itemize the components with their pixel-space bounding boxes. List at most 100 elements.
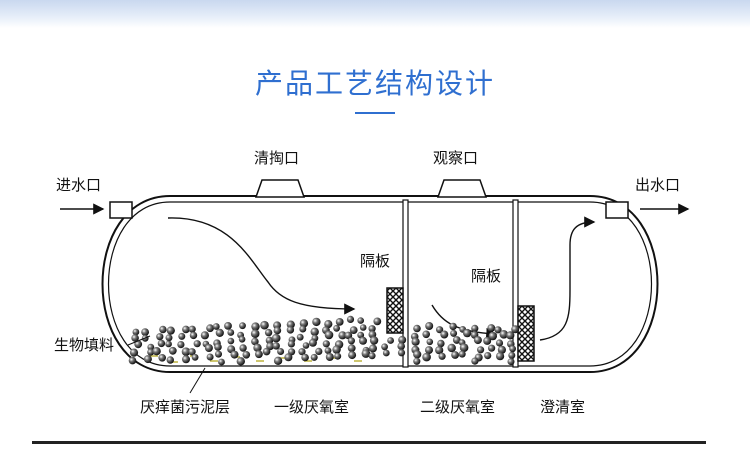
filler-ball — [239, 322, 246, 330]
baffle2-label: 隔板 — [471, 267, 501, 285]
filler-ball — [496, 352, 505, 361]
filler-ball — [251, 322, 260, 331]
filler-ball — [459, 343, 469, 353]
inspection-port — [436, 179, 488, 198]
baffle-2 — [512, 199, 519, 368]
filler-ball — [189, 331, 198, 340]
filler-ball — [440, 330, 449, 339]
outlet-pipe — [605, 201, 629, 219]
filter-screen-2 — [517, 305, 535, 362]
filler-ball — [508, 351, 516, 359]
cleanout-port — [254, 179, 306, 198]
filler-ball — [239, 344, 247, 352]
filler-ball — [191, 353, 199, 361]
filler-ball — [484, 352, 492, 360]
filler-ball — [250, 329, 260, 339]
page-title: 产品工艺结构设计 — [254, 67, 495, 100]
tank-outer-wall — [101, 195, 659, 373]
filler-ball — [255, 350, 263, 359]
filler-ball — [335, 318, 344, 326]
baffle-1 — [402, 199, 409, 368]
filler-ball — [299, 319, 309, 328]
filler-ball — [178, 332, 186, 340]
flow-arrow-clarifier — [539, 216, 596, 341]
filler-ball — [215, 350, 222, 358]
filler-ball — [177, 341, 185, 349]
filler-ball — [357, 317, 365, 324]
filler-ball — [425, 346, 433, 355]
filler-ball — [357, 331, 365, 339]
filler-ball — [315, 347, 323, 355]
filler-ball — [262, 347, 271, 356]
inspection-label: 观察口 — [433, 149, 478, 167]
filler-ball — [373, 317, 382, 326]
filler-ball — [387, 337, 394, 344]
filler-ball — [413, 350, 422, 359]
filler-ball — [347, 344, 356, 353]
filler-ball — [487, 324, 496, 332]
filler-ball — [488, 331, 497, 341]
filler-ball — [308, 338, 317, 347]
filler-ball — [166, 326, 175, 335]
filler-ball — [436, 326, 444, 334]
filler-ball — [382, 349, 390, 357]
flow-arrow-chamber1 — [167, 217, 356, 315]
filler-ball — [452, 336, 461, 344]
filler-ball — [422, 330, 431, 339]
filler-leader — [127, 335, 151, 346]
filler-ball — [473, 336, 482, 345]
filler-ball — [212, 323, 220, 330]
filler-ball — [338, 331, 347, 340]
filler-ball — [242, 351, 251, 359]
filler-ball — [253, 343, 262, 352]
filler-ball — [381, 343, 388, 351]
filler-ball — [214, 343, 222, 351]
filler-ball — [168, 346, 177, 355]
cleanout-label: 清掏口 — [254, 149, 299, 167]
filler-ball — [368, 325, 376, 333]
filler-ball — [511, 325, 520, 334]
filler-ball — [447, 343, 456, 353]
filler-ball — [488, 344, 496, 352]
filler-ball — [426, 338, 434, 346]
filler-ball — [483, 336, 492, 345]
filler-ball — [236, 357, 245, 366]
filler-ball — [438, 352, 446, 360]
filler-ball — [451, 351, 459, 359]
filler-ball — [324, 330, 334, 340]
filler-ball — [471, 324, 479, 332]
filler-ball — [129, 348, 139, 357]
filler-ball — [296, 333, 304, 341]
filler-ball — [397, 342, 406, 351]
filler-ball — [284, 353, 293, 362]
filler-ball — [506, 331, 515, 340]
inlet-label: 进水口 — [56, 176, 101, 194]
filler-ball — [264, 328, 273, 337]
filler-ball — [334, 352, 342, 360]
filler-ball — [450, 329, 458, 337]
filler-ball — [272, 342, 280, 350]
filler-ball — [166, 356, 174, 364]
filler-ball — [206, 353, 214, 361]
bottom-rule — [32, 441, 706, 444]
filler-ball — [346, 315, 355, 323]
filler-ball — [218, 358, 225, 366]
filler-ball — [251, 337, 259, 346]
filler-ball — [273, 326, 282, 335]
chamber3-label: 澄清室 — [540, 398, 585, 416]
filler-ball — [494, 326, 502, 334]
filler-ball — [361, 349, 371, 358]
filler-ball — [369, 344, 377, 353]
filler-ball — [157, 339, 166, 348]
filler-ball — [152, 347, 161, 356]
inlet-pipe — [109, 201, 133, 219]
filler-ball — [165, 340, 172, 348]
filler-ball — [273, 356, 283, 365]
filter-screen-1 — [386, 287, 404, 334]
chamber2-label: 二级厌氧室 — [420, 398, 495, 416]
filler-ball — [471, 357, 479, 365]
filler-ball — [286, 326, 295, 334]
filler-ball — [298, 348, 306, 356]
filler-ball — [159, 325, 167, 334]
